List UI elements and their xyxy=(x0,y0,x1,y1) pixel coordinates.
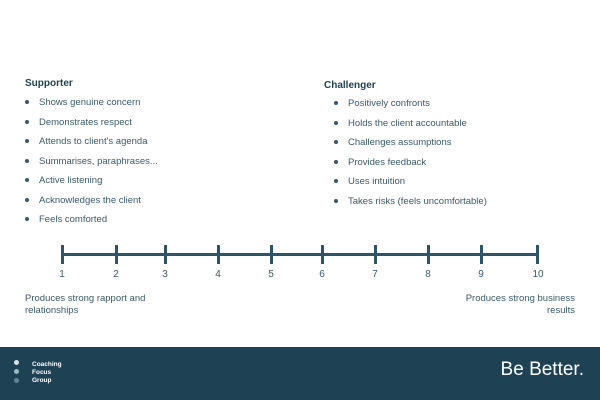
list-item-text: Holds the client accountable xyxy=(348,117,467,129)
scale-tick xyxy=(164,245,167,264)
scale-tick-label: 4 xyxy=(215,269,221,280)
bullet-icon xyxy=(25,158,29,163)
tagline: Be Better. xyxy=(500,359,584,380)
bullet-icon xyxy=(25,119,29,124)
challenger-heading: Challenger xyxy=(324,80,376,91)
scale-tick-label: 1 xyxy=(59,269,65,280)
scale-line xyxy=(62,253,538,256)
list-item-text: Shows genuine concern xyxy=(39,97,141,108)
footer-bar: Coaching Focus Group Be Better. xyxy=(0,347,600,400)
scale-tick-label: 5 xyxy=(268,269,274,280)
list-item: Active listening xyxy=(25,175,158,195)
bullet-icon xyxy=(25,197,29,202)
list-item-text: Acknowledges the client xyxy=(39,194,141,206)
list-item-text: Demonstrates respect xyxy=(39,116,132,128)
list-item: Feels comforted xyxy=(25,214,158,234)
scale-tick-label: 10 xyxy=(532,269,544,280)
list-item: Acknowledges the client xyxy=(25,195,158,215)
list-item: Attends to client's agenda xyxy=(25,136,158,156)
list-item: Uses intuition xyxy=(334,176,487,196)
bullet-icon xyxy=(25,178,29,182)
list-item: Demonstrates respect xyxy=(25,117,158,137)
list-item: Takes risks (feels uncomfortable) xyxy=(334,196,487,216)
scale-tick xyxy=(115,245,118,264)
list-item: Summarises, paraphrases... xyxy=(25,156,158,176)
scale-tick-label: 2 xyxy=(113,269,119,280)
bullet-icon xyxy=(334,159,338,164)
bullet-icon xyxy=(334,198,338,203)
list-item-text: Attends to client's agenda xyxy=(39,136,148,147)
scale-tick-label: 8 xyxy=(425,269,431,280)
bullet-icon xyxy=(334,120,338,125)
supporter-heading: Supporter xyxy=(25,78,73,89)
list-item: Provides feedback xyxy=(334,157,487,177)
list-item-text: Feels comforted xyxy=(39,214,108,225)
list-item: Challenges assumptions xyxy=(334,137,487,157)
list-item-text: Takes risks (feels uncomfortable) xyxy=(348,195,487,207)
bullet-icon xyxy=(334,140,338,144)
logo-line-1: Coaching xyxy=(32,361,62,368)
scale-tick-label: 3 xyxy=(162,269,168,280)
logo-line-2: Focus xyxy=(32,369,52,376)
scale-tick-label: 6 xyxy=(319,269,325,280)
list-item-text: Summarises, paraphrases... xyxy=(39,155,158,167)
scale-left-text: Produces strong rapport and relationship… xyxy=(25,293,146,316)
logo-dots-icon xyxy=(14,360,20,388)
list-item-text: Positively confronts xyxy=(348,98,430,109)
list-item: Positively confronts xyxy=(334,98,487,118)
bullet-icon xyxy=(25,100,29,104)
scale-tick xyxy=(217,245,220,264)
scale-tick-label: 7 xyxy=(372,269,378,280)
logo-text: Coaching Focus Group xyxy=(32,361,62,385)
list-item-text: Provides feedback xyxy=(348,156,427,168)
scale-tick xyxy=(480,245,483,264)
list-item-text: Challenges assumptions xyxy=(348,137,452,148)
bullet-icon xyxy=(25,139,29,143)
scale-tick xyxy=(321,245,324,264)
scale-tick xyxy=(374,245,377,264)
scale-tick-label: 9 xyxy=(478,269,484,280)
list-item-text: Uses intuition xyxy=(348,176,406,187)
list-item-text: Active listening xyxy=(39,175,103,186)
bullet-icon xyxy=(25,217,29,221)
scale-tick xyxy=(61,245,64,264)
bullet-icon xyxy=(334,101,338,105)
list-item: Shows genuine concern xyxy=(25,97,158,117)
scale-tick xyxy=(536,245,539,264)
scale-right-text: Produces strong business results xyxy=(465,293,575,316)
list-item: Holds the client accountable xyxy=(334,118,487,138)
scale-tick xyxy=(270,245,273,264)
logo-line-3: Group xyxy=(32,377,52,384)
scale-tick xyxy=(427,245,430,264)
bullet-icon xyxy=(334,179,338,183)
